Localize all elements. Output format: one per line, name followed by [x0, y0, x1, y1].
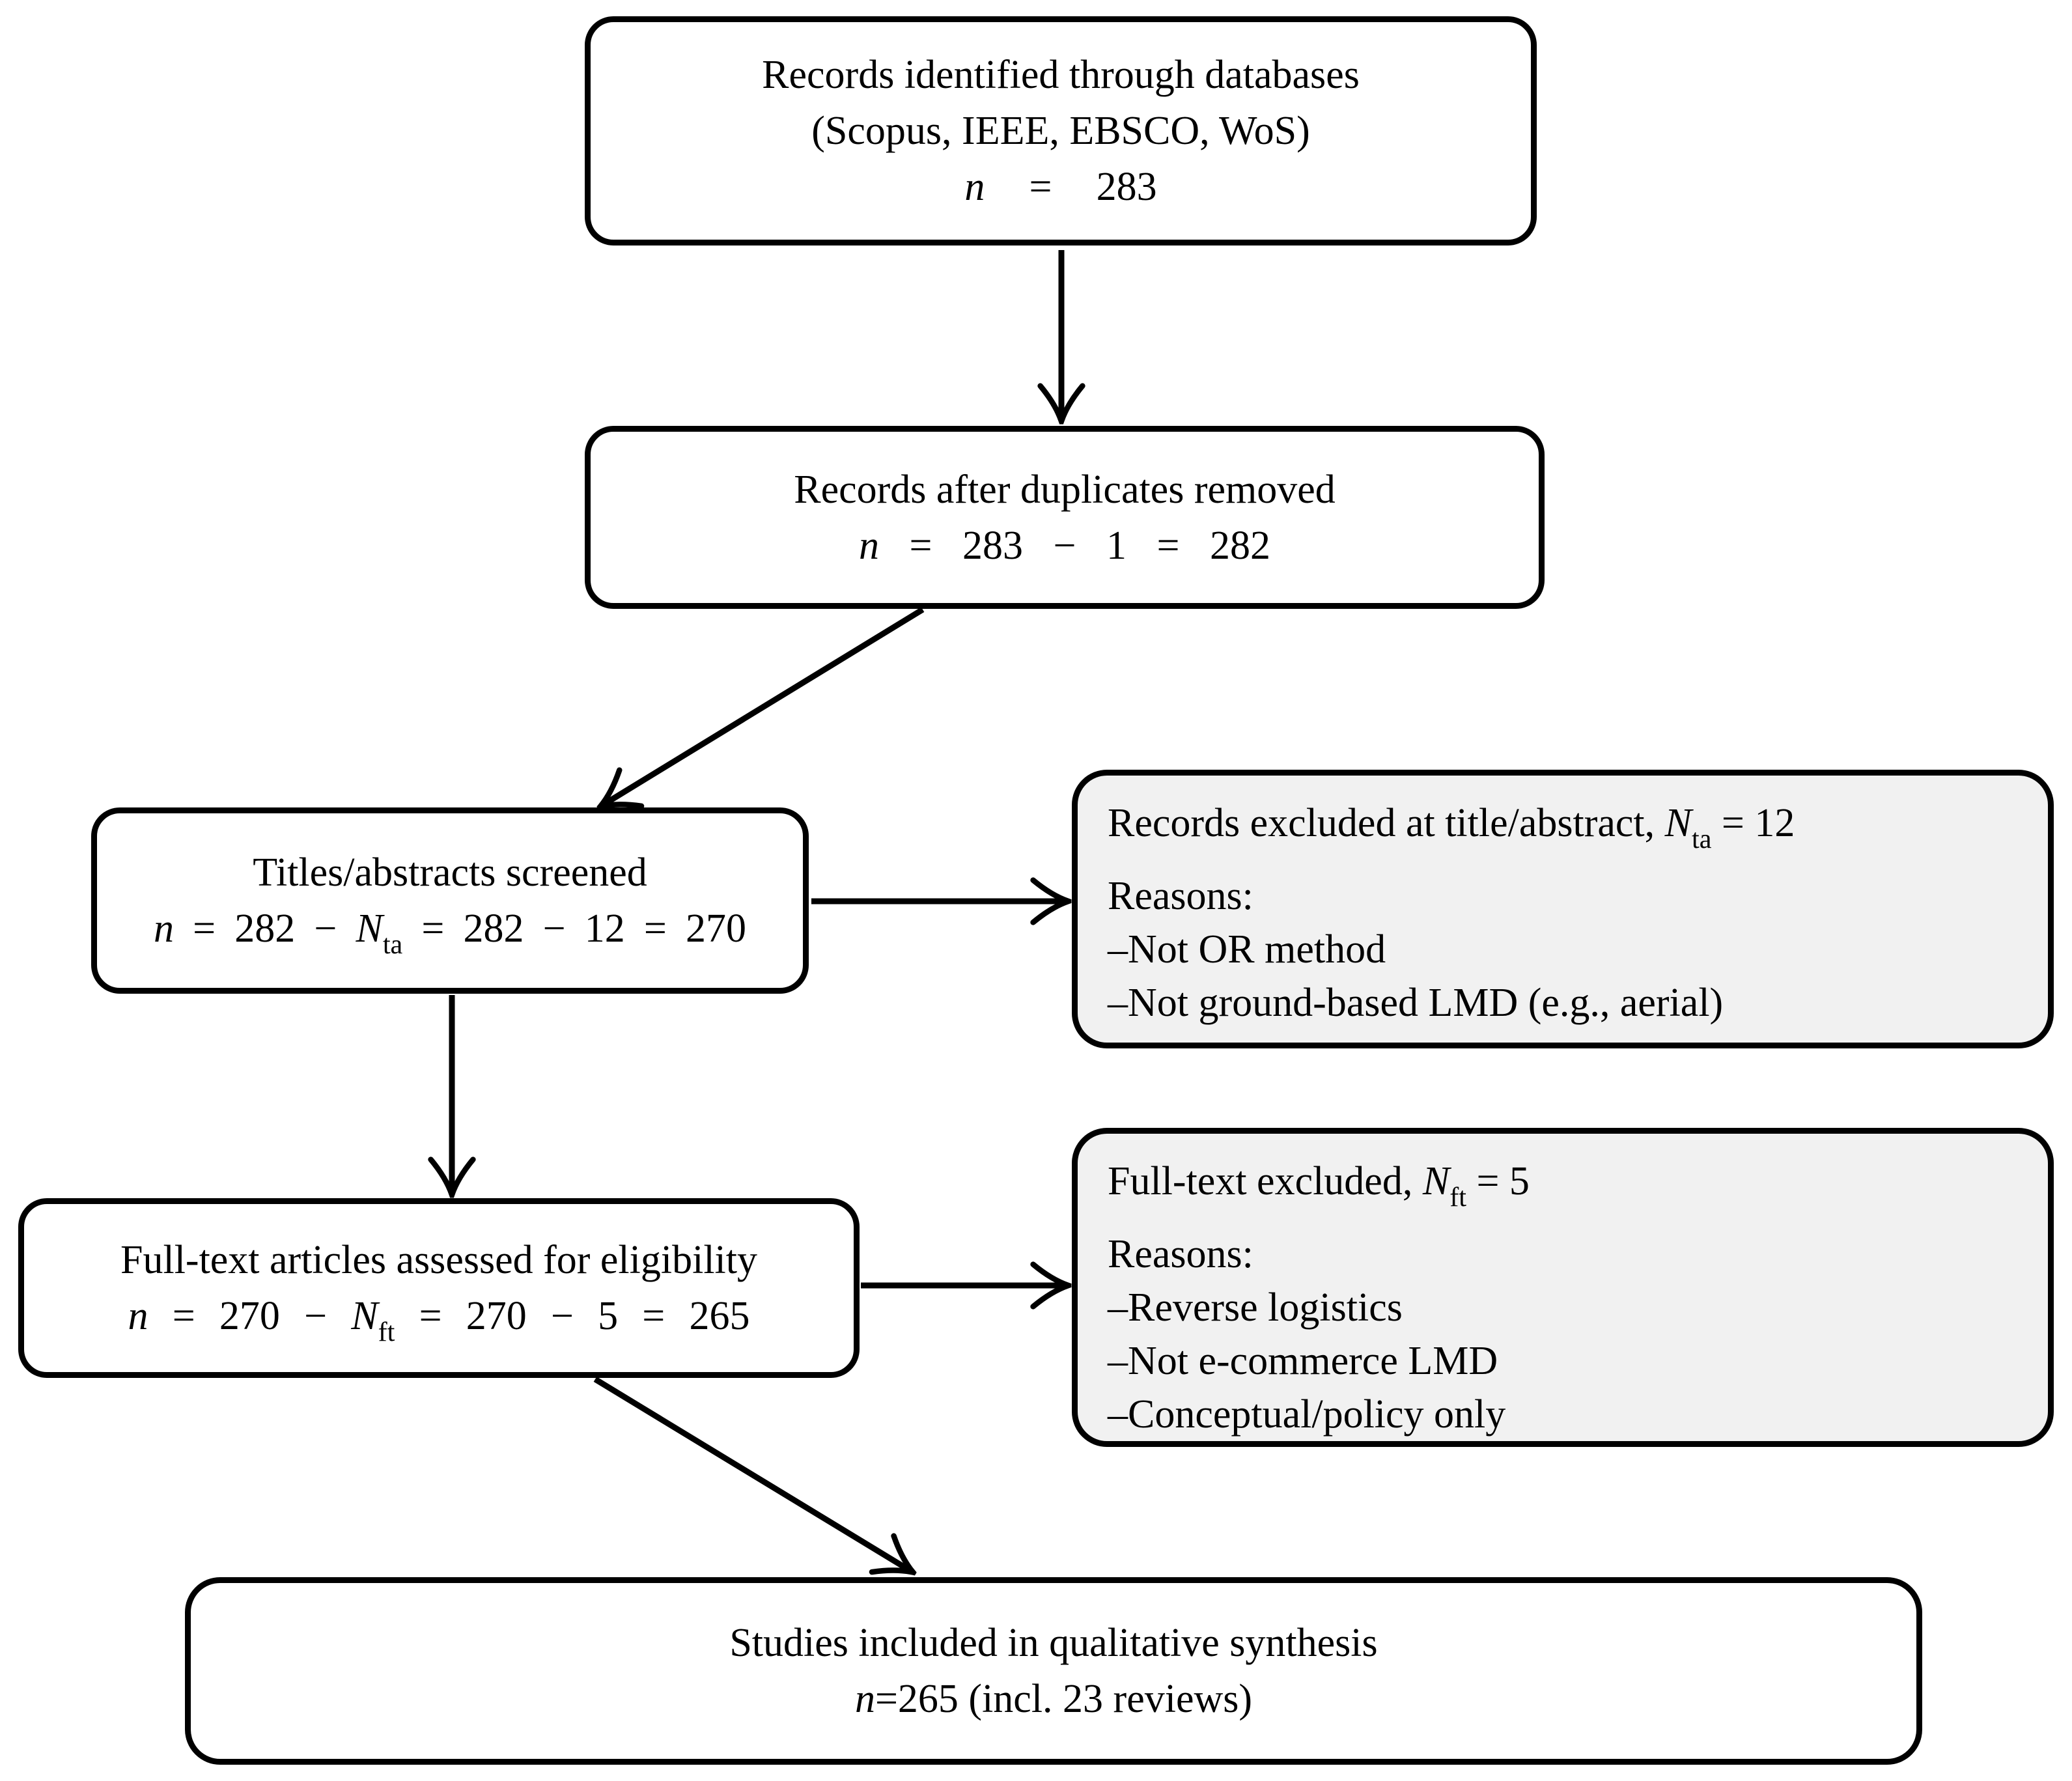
- math-line: n = 283 − 1 = 282: [859, 518, 1270, 574]
- box-titles-abstracts-screened: Titles/abstracts screened n = 282 − Nta …: [91, 807, 809, 994]
- arrow-duplicates-to-screened: [603, 607, 925, 805]
- math-var-N: N: [1422, 1159, 1450, 1203]
- math-var-n: n: [854, 1677, 875, 1721]
- math-subscript: ta: [1691, 824, 1712, 855]
- box-duplicates-removed: Records after duplicates removed n = 283…: [585, 426, 1545, 609]
- math-expression: = 283 − 1 = 282: [909, 523, 1270, 568]
- math-expression: = 283: [1029, 165, 1157, 209]
- math-var-n: n: [153, 906, 174, 951]
- arrow-fulltext-to-included: [593, 1377, 910, 1571]
- box-title-line: Full-text articles assessed for eligibil…: [120, 1238, 757, 1282]
- math-var-N: N: [351, 1294, 378, 1338]
- exclusion-title-line: Records excluded at title/abstract, Nta …: [1108, 796, 1795, 853]
- math-var-N: N: [356, 906, 383, 951]
- math-var-N: N: [1664, 801, 1692, 845]
- reason-item: –Not OR method: [1108, 927, 1386, 972]
- math-subscript: ta: [382, 929, 403, 961]
- math-expression: = 282 −: [193, 906, 337, 951]
- reasons-label: Reasons:: [1108, 874, 1253, 918]
- box-subtitle-line: (Scopus, IEEE, EBSCO, WoS): [811, 109, 1310, 153]
- exclusion-title-text: Full-text excluded,: [1108, 1159, 1413, 1203]
- math-line: n=265 (incl. 23 reviews): [855, 1671, 1252, 1727]
- math-var-n: n: [128, 1294, 148, 1338]
- math-var-n: n: [964, 165, 985, 209]
- math-expression: = 12: [1721, 801, 1795, 845]
- box-title-line: Titles/abstracts screened: [253, 850, 647, 895]
- math-expression: = 5: [1476, 1159, 1530, 1203]
- box-records-identified: Records identified through databases (Sc…: [585, 16, 1537, 245]
- math-expression: = 270 − 5 = 265: [419, 1294, 750, 1338]
- math-subscript: ft: [378, 1317, 395, 1348]
- math-subscript: ft: [1449, 1182, 1466, 1213]
- math-expression: = 282 − 12 = 270: [421, 906, 747, 951]
- math-line: n = 270 − Nft = 270 − 5 = 265: [128, 1288, 750, 1348]
- exclusion-title-text: Records excluded at title/abstract,: [1108, 801, 1655, 845]
- box-title-line: Studies included in qualitative synthesi…: [729, 1621, 1378, 1665]
- box-title-line: Records after duplicates removed: [794, 467, 1336, 512]
- box-fulltext-assessed: Full-text articles assessed for eligibil…: [18, 1198, 860, 1378]
- box-title-line: Records identified through databases: [762, 53, 1360, 97]
- box-fulltext-excluded: Full-text excluded, Nft = 5 Reasons: –Re…: [1072, 1128, 2054, 1447]
- math-line: n = 282 − Nta = 282 − 12 = 270: [153, 901, 747, 961]
- reason-item: –Conceptual/policy only: [1108, 1392, 1506, 1437]
- box-records-excluded-title-abstract: Records excluded at title/abstract, Nta …: [1072, 770, 2054, 1048]
- math-expression: = 270 −: [172, 1294, 328, 1338]
- box-studies-included: Studies included in qualitative synthesi…: [185, 1577, 1922, 1765]
- reason-item: –Not e-commerce LMD: [1108, 1339, 1498, 1383]
- reason-item: –Not ground-based LMD (e.g., aerial): [1108, 981, 1724, 1025]
- reasons-label: Reasons:: [1108, 1232, 1253, 1276]
- reason-item: –Reverse logistics: [1108, 1285, 1403, 1330]
- math-expression: =265 (incl. 23 reviews): [875, 1677, 1253, 1721]
- exclusion-title-line: Full-text excluded, Nft = 5: [1108, 1155, 1530, 1211]
- math-var-n: n: [859, 523, 880, 568]
- math-line: n = 283: [964, 159, 1156, 215]
